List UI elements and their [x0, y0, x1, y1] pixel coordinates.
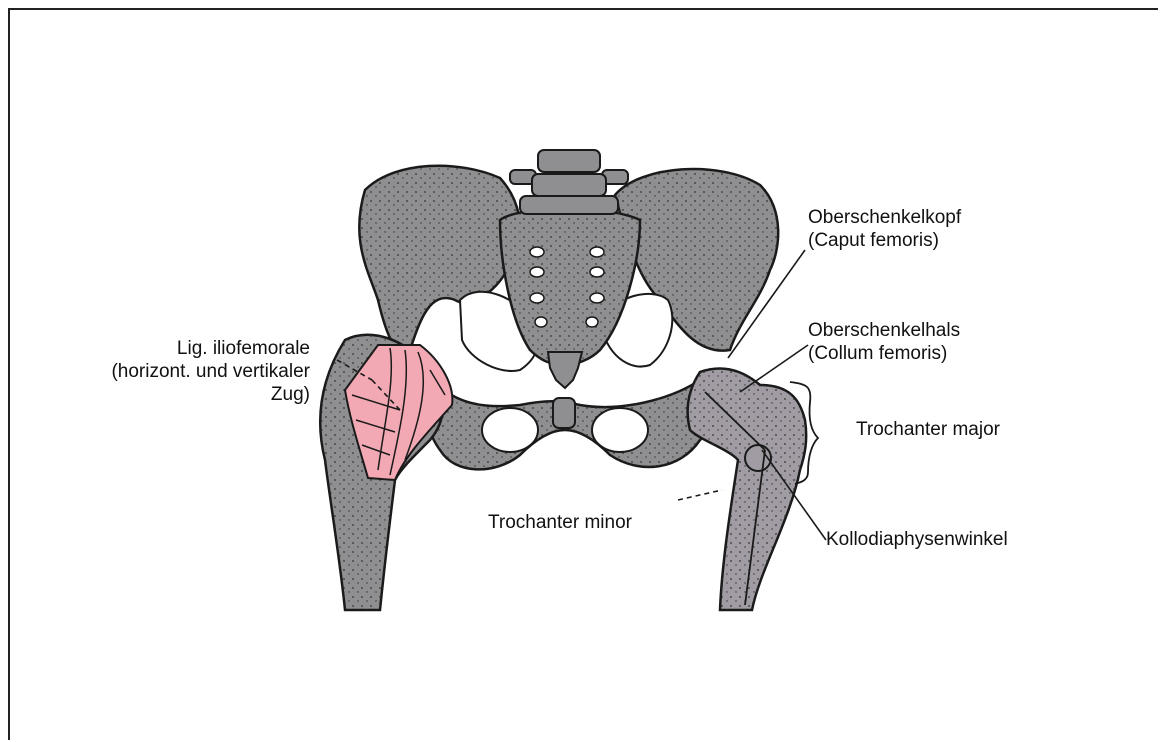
label-femoral-head-line2: (Caput femoris) [808, 229, 961, 252]
pubic-symphysis [553, 398, 575, 428]
label-ligament-line1: Lig. iliofemorale [110, 337, 310, 360]
label-femoral-neck-line2: (Collum femoris) [808, 342, 960, 365]
label-ligament-line3: Zug) [110, 383, 310, 406]
label-ligament-iliofemorale: Lig. iliofemorale (horizont. und vertika… [110, 337, 310, 406]
label-trochanter-minor: Trochanter minor [488, 511, 632, 534]
label-femoral-head-line1: Oberschenkelkopf [808, 206, 961, 229]
coccyx [548, 352, 582, 388]
label-femoral-head: Oberschenkelkopf (Caput femoris) [808, 206, 961, 252]
label-femoral-neck: Oberschenkelhals (Collum femoris) [808, 319, 960, 365]
label-ligament-line2: (horizont. und vertikaler [110, 360, 310, 383]
lumbar-vertebrae [510, 150, 628, 214]
left-obturator-foramen [482, 408, 538, 452]
label-trochanter-major: Trochanter major [856, 418, 1000, 441]
right-obturator-foramen [592, 408, 648, 452]
label-neck-shaft-angle: Kollodiaphysenwinkel [826, 528, 1008, 551]
label-femoral-neck-line1: Oberschenkelhals [808, 319, 960, 342]
